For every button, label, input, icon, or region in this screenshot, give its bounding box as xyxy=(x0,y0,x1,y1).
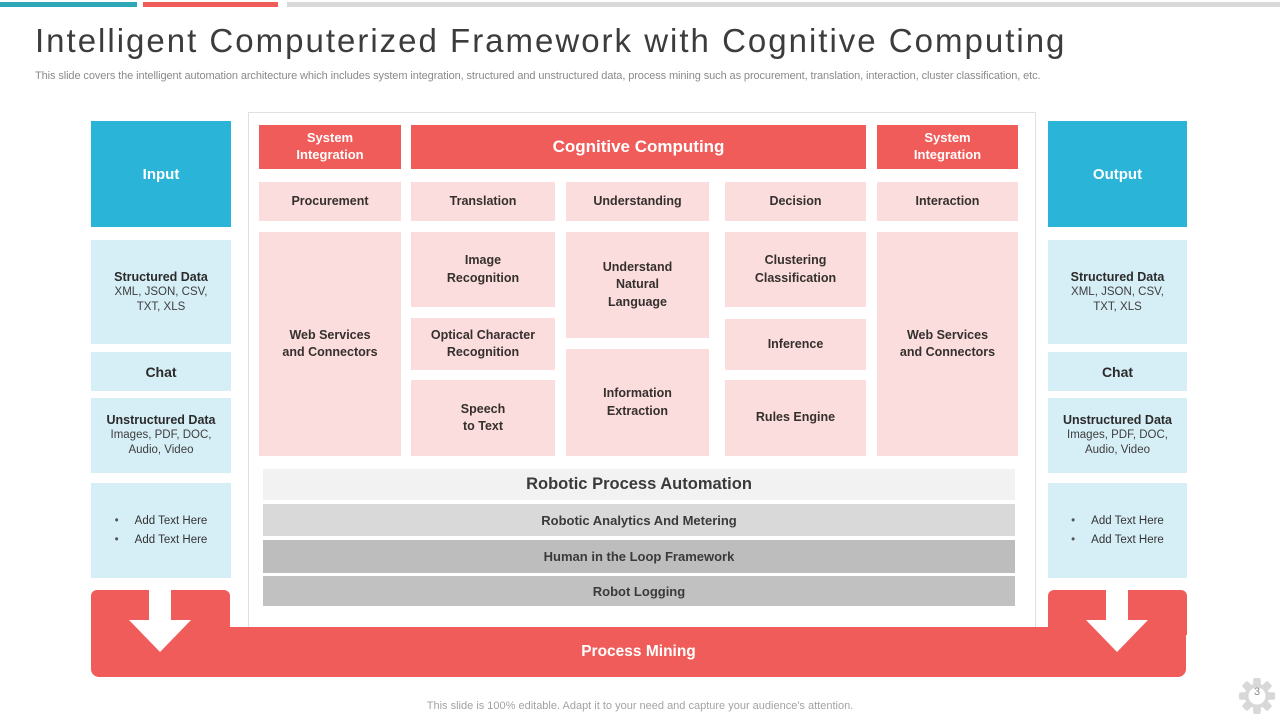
structured-data-title: Structured Data xyxy=(1070,269,1165,284)
input-header-box: Input xyxy=(91,121,231,227)
input-unstructured-data-box: Unstructured Data Images, PDF, DOC, Audi… xyxy=(91,398,231,473)
unstructured-data-title: Unstructured Data xyxy=(1062,413,1173,428)
page-number-gear: 3 xyxy=(1238,677,1276,715)
web-services-left-box: Web Services and Connectors xyxy=(259,232,401,456)
output-header-box: Output xyxy=(1048,121,1187,227)
gear-icon xyxy=(1238,677,1276,715)
footer-note: This slide is 100% editable. Adapt it to… xyxy=(426,700,854,712)
information-extraction-box: Information Extraction xyxy=(566,349,709,456)
accent-bar-teal xyxy=(0,2,137,7)
accent-bar-gray xyxy=(287,2,1280,7)
web-services-right-box: Web Services and Connectors xyxy=(877,232,1018,456)
inference-box: Inference xyxy=(725,319,866,370)
unstructured-data-formats: Images, PDF, DOC, Audio, Video xyxy=(110,429,212,456)
page-subtitle: This slide covers the intelligent automa… xyxy=(35,70,1041,82)
process-mining-bar: Process Mining xyxy=(91,627,1186,677)
accent-bar-red xyxy=(143,2,278,7)
speech-to-text-box: Speech to Text xyxy=(411,380,555,456)
clustering-classification-box: Clustering Classification xyxy=(725,232,866,307)
process-mining-label: Process Mining xyxy=(581,643,696,660)
understand-natural-language-box: Understand Natural Language xyxy=(566,232,709,338)
output-structured-data-box: Structured Data XML, JSON, CSV, TXT, XLS xyxy=(1048,240,1187,344)
structured-data-title: Structured Data xyxy=(114,269,208,284)
output-add-text-box: Add Text Here Add Text Here xyxy=(1048,483,1187,578)
interaction-box: Interaction xyxy=(877,182,1018,221)
translation-box: Translation xyxy=(411,182,555,221)
input-structured-data-box: Structured Data XML, JSON, CSV, TXT, XLS xyxy=(91,240,231,344)
rules-engine-box: Rules Engine xyxy=(725,380,866,456)
unstructured-data-title: Unstructured Data xyxy=(106,413,216,428)
decision-box: Decision xyxy=(725,182,866,221)
page-number: 3 xyxy=(1253,686,1261,698)
input-add-text-box: Add Text Here Add Text Here xyxy=(91,483,231,578)
robotic-process-automation-bar: Robotic Process Automation xyxy=(263,469,1015,500)
human-in-loop-bar: Human in the Loop Framework xyxy=(263,540,1015,573)
understanding-box: Understanding xyxy=(566,182,709,221)
down-arrow-icon xyxy=(149,590,171,622)
cognitive-computing-header: Cognitive Computing xyxy=(411,125,866,169)
output-unstructured-data-box: Unstructured Data Images, PDF, DOC, Audi… xyxy=(1048,398,1187,473)
ocr-box: Optical Character Recognition xyxy=(411,318,555,370)
output-bullet-list: Add Text Here Add Text Here xyxy=(1071,512,1164,549)
page-title: Intelligent Computerized Framework with … xyxy=(35,22,1067,59)
robot-logging-bar: Robot Logging xyxy=(263,576,1015,606)
bullet-item: Add Text Here xyxy=(1071,531,1164,549)
down-arrow-icon xyxy=(1086,620,1148,652)
image-recognition-box: Image Recognition xyxy=(411,232,555,307)
input-chat-box: Chat xyxy=(91,352,231,391)
input-bullet-list: Add Text Here Add Text Here xyxy=(115,512,208,549)
structured-data-formats: XML, JSON, CSV, TXT, XLS xyxy=(1071,285,1164,313)
down-arrow-icon xyxy=(1106,590,1128,622)
structured-data-formats: XML, JSON, CSV, TXT, XLS xyxy=(114,285,208,313)
procurement-box: Procurement xyxy=(259,182,401,221)
unstructured-data-formats: Images, PDF, DOC, Audio, Video xyxy=(1067,429,1168,456)
bullet-item: Add Text Here xyxy=(1071,512,1164,530)
framework-panel: System Integration Cognitive Computing S… xyxy=(248,112,1036,628)
system-integration-right-header: System Integration xyxy=(877,125,1018,169)
bullet-item: Add Text Here xyxy=(115,512,208,530)
bullet-item: Add Text Here xyxy=(115,531,208,549)
robotic-analytics-bar: Robotic Analytics And Metering xyxy=(263,504,1015,536)
system-integration-left-header: System Integration xyxy=(259,125,401,169)
down-arrow-icon xyxy=(129,620,191,652)
output-chat-box: Chat xyxy=(1048,352,1187,391)
